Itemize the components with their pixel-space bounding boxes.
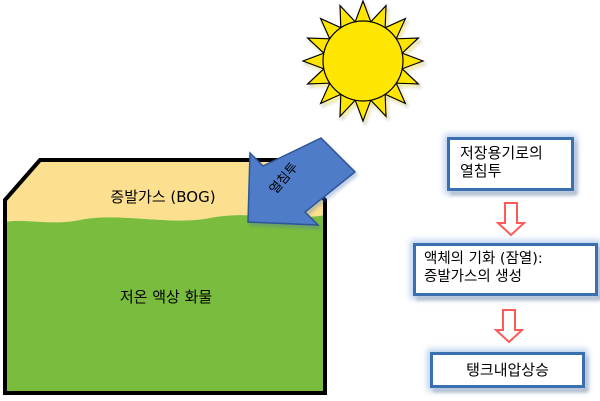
flow-arrow-1 bbox=[495, 202, 527, 237]
heat-arrow-shape bbox=[247, 137, 357, 226]
flow-step-1: 저장용기로의 열침투 bbox=[447, 137, 574, 191]
flow-step-3-line-1: 탱크내압상승 bbox=[466, 361, 549, 379]
sun-icon bbox=[301, 0, 425, 123]
flow-step-2-line-2: 증발가스의 생성 bbox=[424, 268, 522, 285]
flow-step-2: 액체의 기화 (잠열): 증발가스의 생성 bbox=[413, 243, 598, 296]
tank-liquid-region bbox=[5, 215, 325, 393]
tank-outline bbox=[3, 158, 327, 395]
flow-step-1-line-1: 저장용기로의 bbox=[460, 144, 543, 162]
sun-core bbox=[322, 20, 404, 102]
flow-step-1-line-2: 열침투 bbox=[460, 162, 502, 181]
heat-arrow: 열침투 bbox=[247, 137, 357, 226]
tank-gas-region bbox=[5, 160, 325, 223]
flow-arrow-2 bbox=[493, 309, 525, 344]
liquid-label: 저온 액상 화물 bbox=[120, 288, 212, 306]
gas-label: 증발가스 (BOG) bbox=[110, 188, 215, 206]
cargo-tank: 증발가스 (BOG) 저온 액상 화물 bbox=[3, 158, 327, 395]
flow-step-2-line-1: 액체의 기화 (잠열): bbox=[424, 251, 543, 267]
flow-step-3: 탱크내압상승 bbox=[430, 352, 585, 388]
